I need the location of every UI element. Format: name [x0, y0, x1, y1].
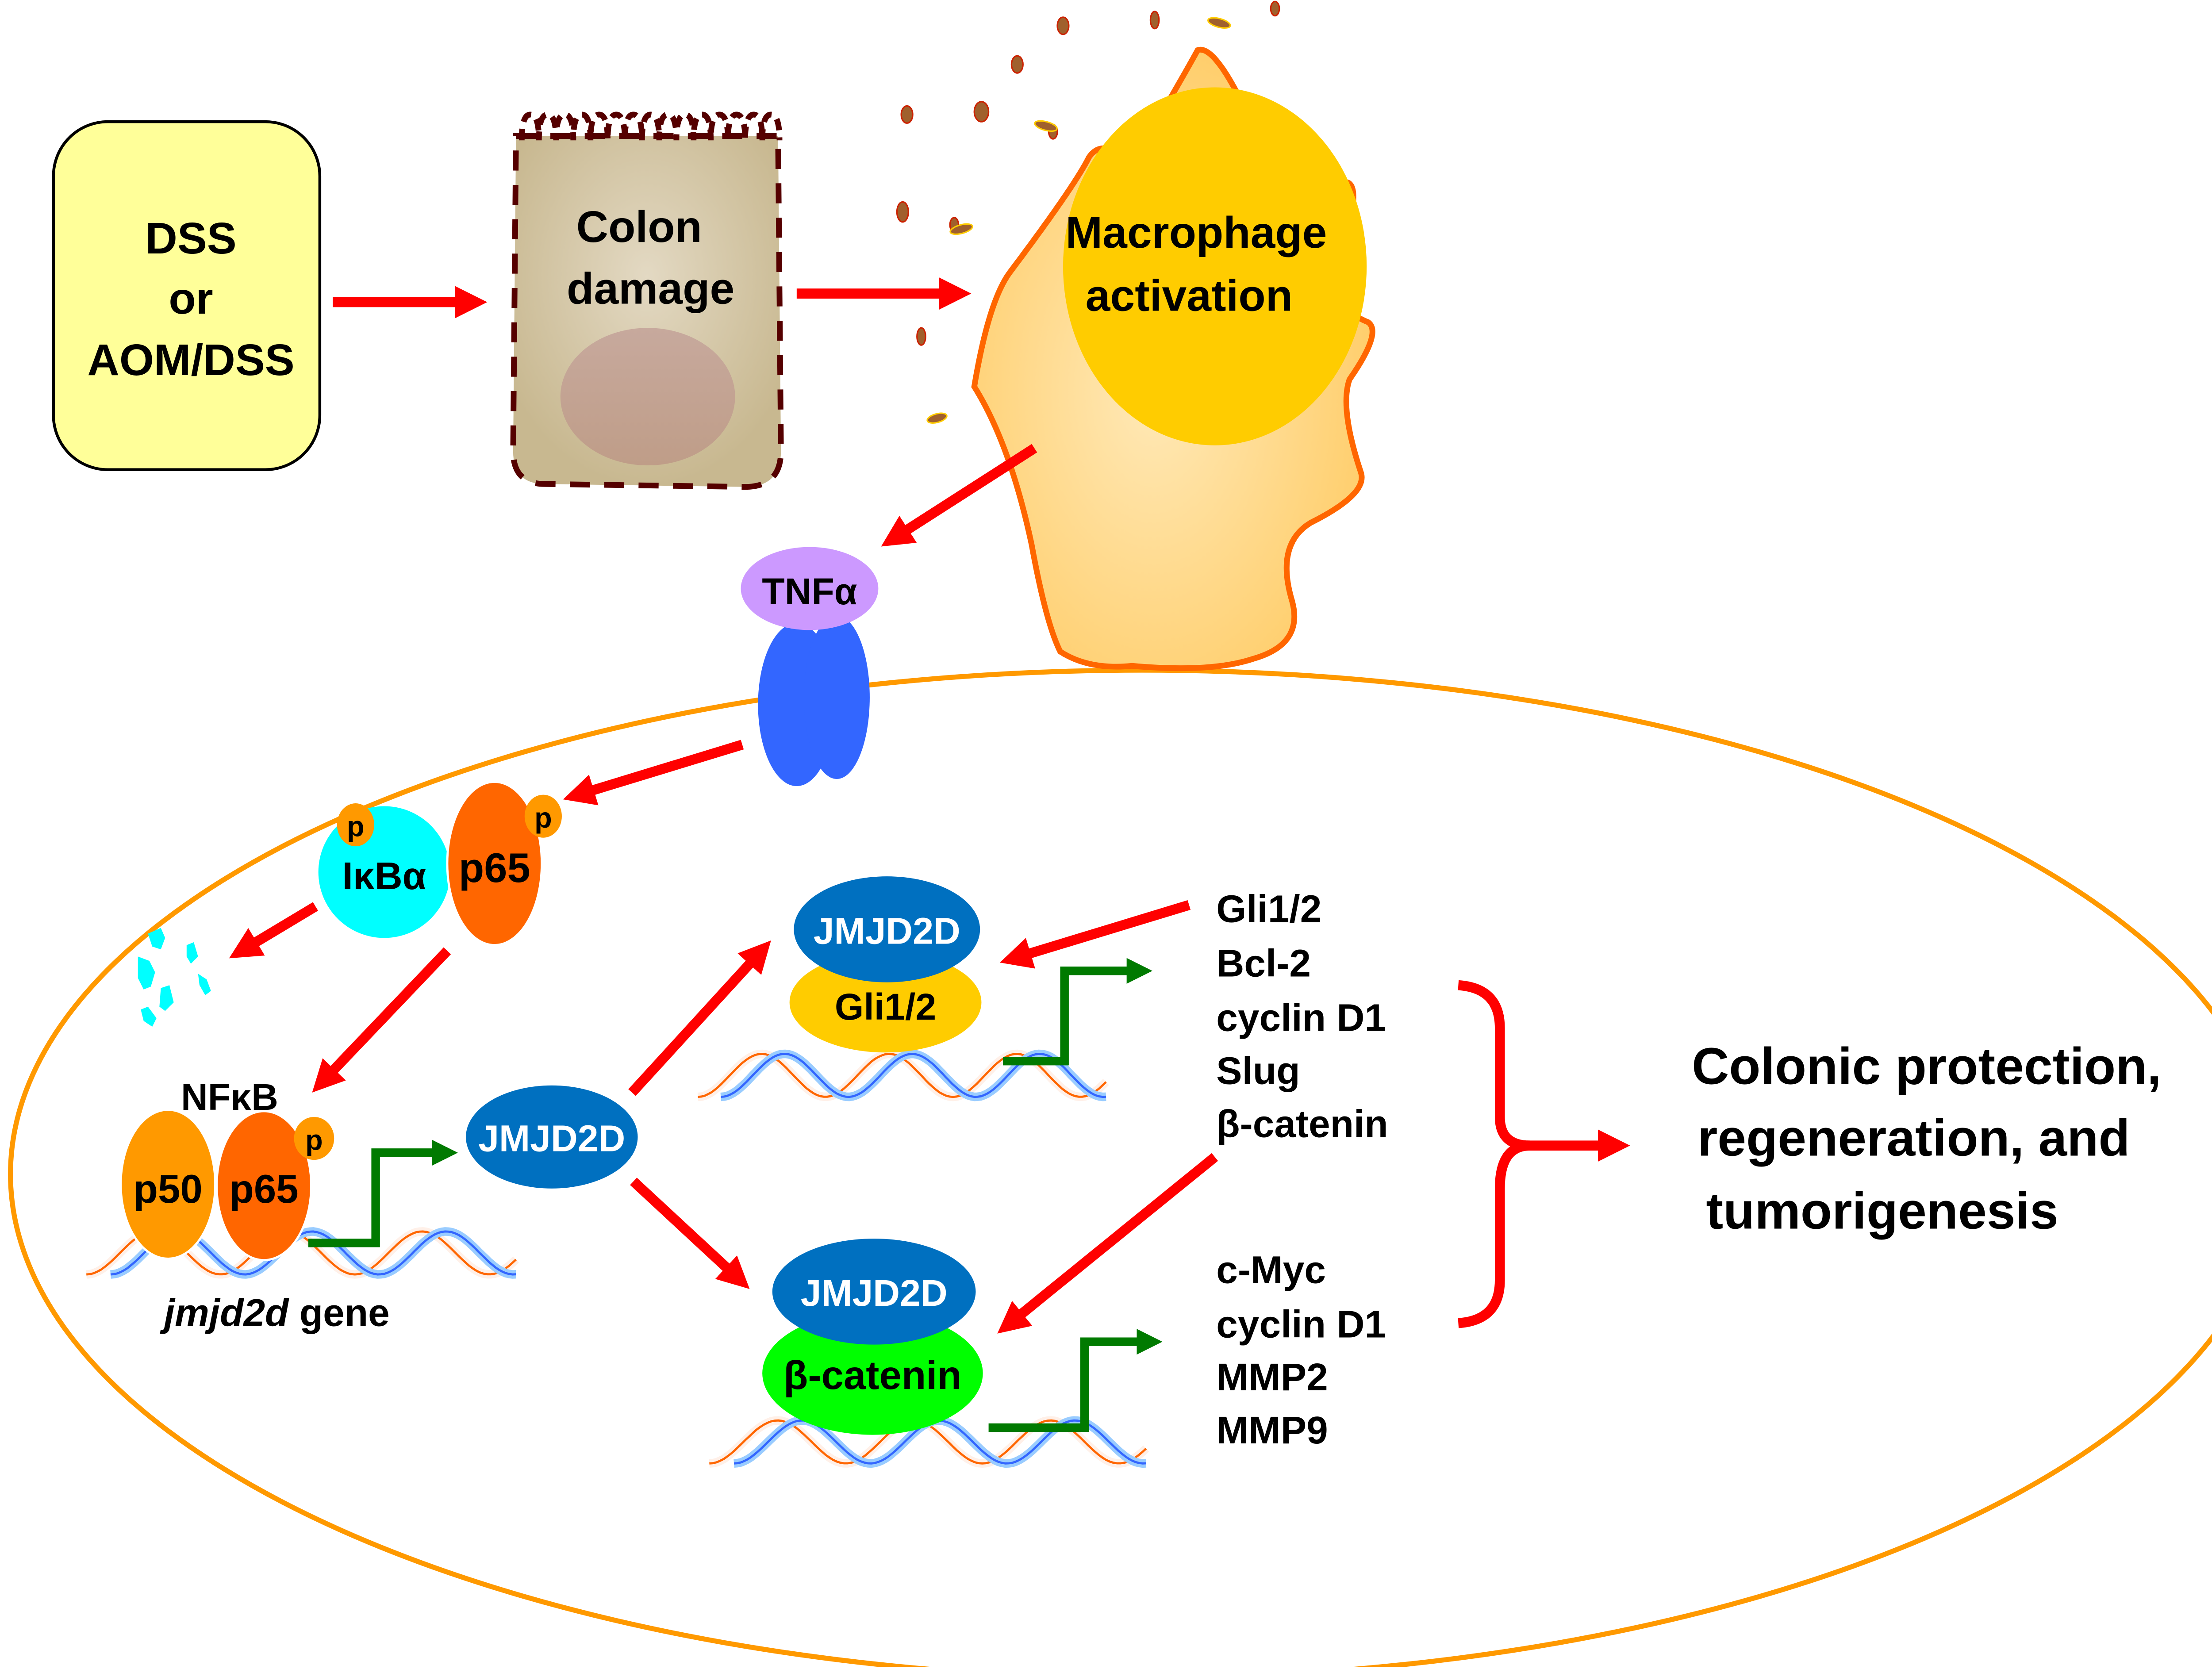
gli-target-3: Slug — [1216, 1049, 1300, 1092]
gli-label: Gli1/2 — [835, 986, 936, 1028]
gli-target-2: cyclin D1 — [1216, 996, 1386, 1040]
promoter-arrow-bcatenin-targets — [988, 1329, 1163, 1432]
p50-label: p50 — [134, 1167, 203, 1212]
jmjd2d-bcatenin-complex: JMJD2D β-catenin — [762, 1239, 983, 1435]
bcatenin-label: β-catenin — [783, 1353, 962, 1398]
trigger-line-1: DSS — [145, 214, 236, 263]
p65-protein — [446, 781, 543, 946]
bcat-target-0: c-Myc — [1216, 1248, 1326, 1291]
bcat-target-3: MMP9 — [1216, 1408, 1328, 1452]
colon-label-2: damage — [567, 264, 734, 313]
jmjd2d-upper-protein — [794, 876, 980, 982]
gene-name-italic: jmjd2d — [160, 1291, 289, 1335]
macrophage-label-1: Macrophage — [1065, 208, 1327, 257]
ikba-p65-complex: p p IκBα p65 — [318, 781, 562, 946]
gli-target-0: Gli1/2 — [1216, 887, 1321, 931]
phospho-label-2: p — [534, 802, 552, 834]
bcatenin-protein — [762, 1312, 983, 1435]
arrow-receptor-to-ikba — [563, 740, 744, 806]
colon-label-1: Colon — [576, 202, 702, 252]
phospho-p65 — [524, 794, 562, 838]
arrow-bcatenin-feedback — [997, 1153, 1218, 1334]
cell-membrane — [8, 668, 2212, 1669]
tnf-alpha-ligand: TNFα — [741, 547, 879, 630]
jmjd2d-lower-protein — [772, 1239, 976, 1345]
jmjd2d-lower-label: JMJD2D — [801, 1272, 948, 1314]
gli-target-genes: Gli1/2 Bcl-2 cyclin D1 Slug β-catenin — [1216, 887, 1388, 1146]
outcome-line-3: tumorigenesis — [1706, 1182, 2058, 1239]
p65-label: p65 — [459, 844, 530, 891]
trigger-line-2: or — [169, 274, 213, 323]
tnf-label: TNFα — [762, 571, 857, 612]
phospho-label-1: p — [347, 810, 365, 842]
arrow-jmjd2d-to-gli-complex — [628, 940, 771, 1096]
phospho-ikba — [337, 803, 374, 847]
nfkb-phospho — [294, 1117, 334, 1160]
arrow-ikba-degradation — [229, 902, 318, 959]
bcat-target-1: cyclin D1 — [1216, 1302, 1386, 1346]
trigger-line-3: AOM/DSS — [87, 335, 294, 385]
p50-protein — [119, 1109, 216, 1260]
macrophage-nucleus — [1063, 87, 1367, 445]
colon-damage-cell: Colon damage — [510, 111, 784, 490]
bcatenin-target-genes: c-Myc cyclin D1 MMP2 MMP9 — [1216, 1248, 1386, 1452]
jmjd2d-gli-complex: JMJD2D Gli1/2 — [789, 876, 982, 1053]
outcome-line-1: Colonic protection, — [1692, 1037, 2162, 1095]
gene-suffix: gene — [288, 1291, 389, 1335]
dna-strand-outline — [721, 1053, 1106, 1098]
bcat-target-2: MMP2 — [1216, 1355, 1328, 1399]
tnf-receptor — [758, 615, 870, 787]
colon-nucleus — [560, 328, 735, 466]
jmjd2d-upper-label: JMJD2D — [814, 910, 960, 952]
arrow-gli-feedback — [1000, 900, 1191, 969]
gli-target-1: Bcl-2 — [1216, 942, 1311, 985]
macrophage-cell: Macrophage activation — [971, 46, 1375, 671]
jmjd2d-central: JMJD2D — [466, 1085, 638, 1189]
degraded-ikba-fragments-icon — [138, 928, 211, 1027]
nfkb-complex: NFκB p p50 p65 jmjd2d gene — [119, 1076, 390, 1335]
gene-label: jmjd2d gene — [160, 1291, 390, 1335]
arrow-p65-to-nfkb — [312, 947, 451, 1093]
outcome-text: Colonic protection, regeneration, and tu… — [1692, 1037, 2162, 1239]
outcome-line-2: regeneration, and — [1697, 1109, 2130, 1166]
macrophage-label-2: activation — [1086, 271, 1293, 320]
nfkb-phospho-label: p — [305, 1124, 323, 1156]
gli-protein — [789, 952, 982, 1053]
nfkb-p65-protein — [215, 1110, 312, 1262]
dss-trigger-box: DSS or AOM/DSS — [52, 120, 322, 472]
jmjd2d-central-label: JMJD2D — [478, 1118, 625, 1159]
gli-target-4: β-catenin — [1216, 1102, 1388, 1145]
ikba-label: IκBα — [342, 854, 426, 898]
arrow-macrophage-to-tnf — [881, 444, 1037, 547]
promoter-arrow-gli-targets — [1002, 958, 1152, 1066]
promoter-arrow-jmjd2d — [308, 1140, 458, 1247]
arrow-jmjd2d-to-bcatenin-complex — [630, 1178, 750, 1289]
outcome-bracket — [1458, 980, 1530, 1328]
nfkb-p65-label: p65 — [230, 1167, 299, 1212]
cytokine-particles — [896, 0, 1292, 424]
microvilli-icon — [518, 111, 783, 141]
